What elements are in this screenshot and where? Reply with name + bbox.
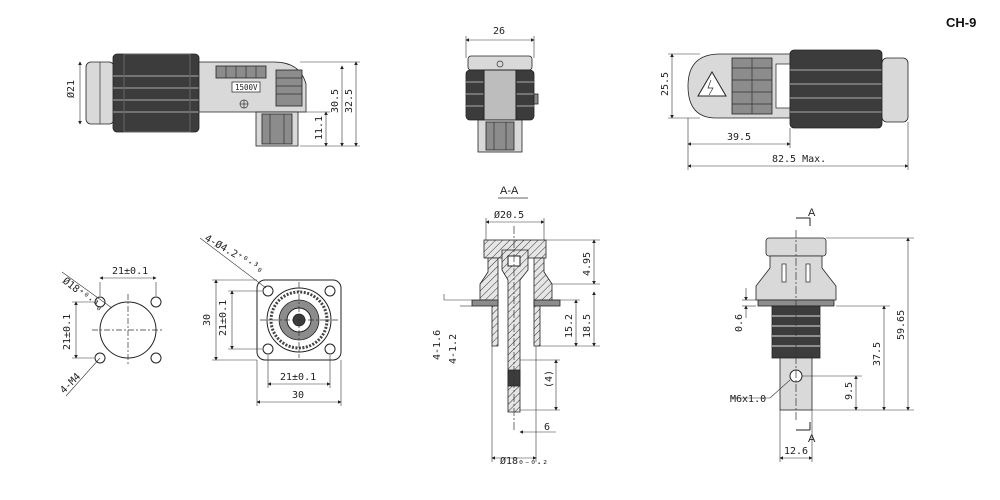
flange-view: 4-Ø4.2⁺⁰·³₀ 30 21±0.1 21±0.1 30 (199, 232, 342, 406)
dim-section-left-1: 4-1.6 (432, 330, 443, 360)
dim-right-overall: 82.5 Max. (772, 154, 826, 165)
right-grip (789, 49, 883, 129)
dim-profile-flange: 0.6 (734, 314, 745, 332)
dim-section-gap: 6 (544, 422, 550, 433)
dim-front-width: 26 (493, 26, 505, 37)
dim-section-top-dia: Ø20.5 (494, 209, 524, 221)
voltage-marking: 1500V (235, 83, 258, 92)
section-pin (501, 249, 529, 413)
dim-flange-width: 30 (292, 390, 304, 401)
dim-section-mid: 15.2 (564, 314, 575, 338)
dim-section-lower: 18.5 (582, 314, 593, 338)
right-view: 25.5 39.5 82.5 Max. (660, 49, 909, 170)
dim-section-left-2: 4-1.2 (448, 334, 459, 364)
grip-body (112, 53, 200, 133)
dim-cutout-diameter: Ø18⁺⁰·³₀ (60, 275, 105, 314)
dim-profile-overall: 59.65 (896, 310, 907, 340)
dim-right-height: 25.5 (660, 72, 671, 96)
dim-right-mid: 39.5 (727, 132, 751, 143)
dim-section-cap: 4.95 (582, 252, 593, 276)
dim-profile-lower: 37.5 (872, 342, 883, 366)
dim-profile-hole: 9.5 (844, 382, 855, 400)
dim-flange-height: 30 (202, 314, 213, 326)
dim-profile-pin-width: 12.6 (784, 446, 808, 457)
flange-square (256, 279, 342, 361)
dim-flange-holes: 4-Ø4.2⁺⁰·³₀ (203, 232, 266, 276)
dim-side-height-2: 32.5 (344, 89, 355, 113)
dim-profile-thread: M6x1.0 (730, 394, 766, 405)
dim-cutout-hspacing: 21±0.1 (112, 266, 148, 277)
profile-view: A A 0.6 59.65 37.5 9 (730, 207, 914, 462)
dim-section-bottom-dia: Ø18₀₋₀.₂ (500, 455, 548, 467)
dim-side-height-1: 30.5 (330, 89, 341, 113)
section-label: A-A (500, 185, 519, 197)
dim-flange-vspacing: 21±0.1 (218, 300, 229, 336)
side-view: 1500V Ø21 30.5 32.5 11.1 (65, 53, 360, 147)
dim-flange-hspacing: 21±0.1 (280, 372, 316, 383)
dim-side-diameter: Ø21 (65, 80, 77, 98)
dim-cutout-vspacing: 21±0.1 (62, 314, 73, 350)
section-mark-top: A (808, 207, 816, 219)
dim-cutout-thread: 4-M4 (58, 371, 83, 396)
dim-side-socket: 11.1 (314, 116, 325, 140)
panel-cutout-view: 21±0.1 21±0.1 Ø18⁺⁰·³₀ 4-M4 (58, 266, 164, 397)
front-view: 26 (465, 26, 539, 153)
section-view: A-A Ø20.5 4.95 15.2 18.5 4-1.6 (432, 185, 600, 467)
model-code: CH-9 (946, 15, 976, 30)
dim-section-pin: (4) (544, 370, 555, 388)
